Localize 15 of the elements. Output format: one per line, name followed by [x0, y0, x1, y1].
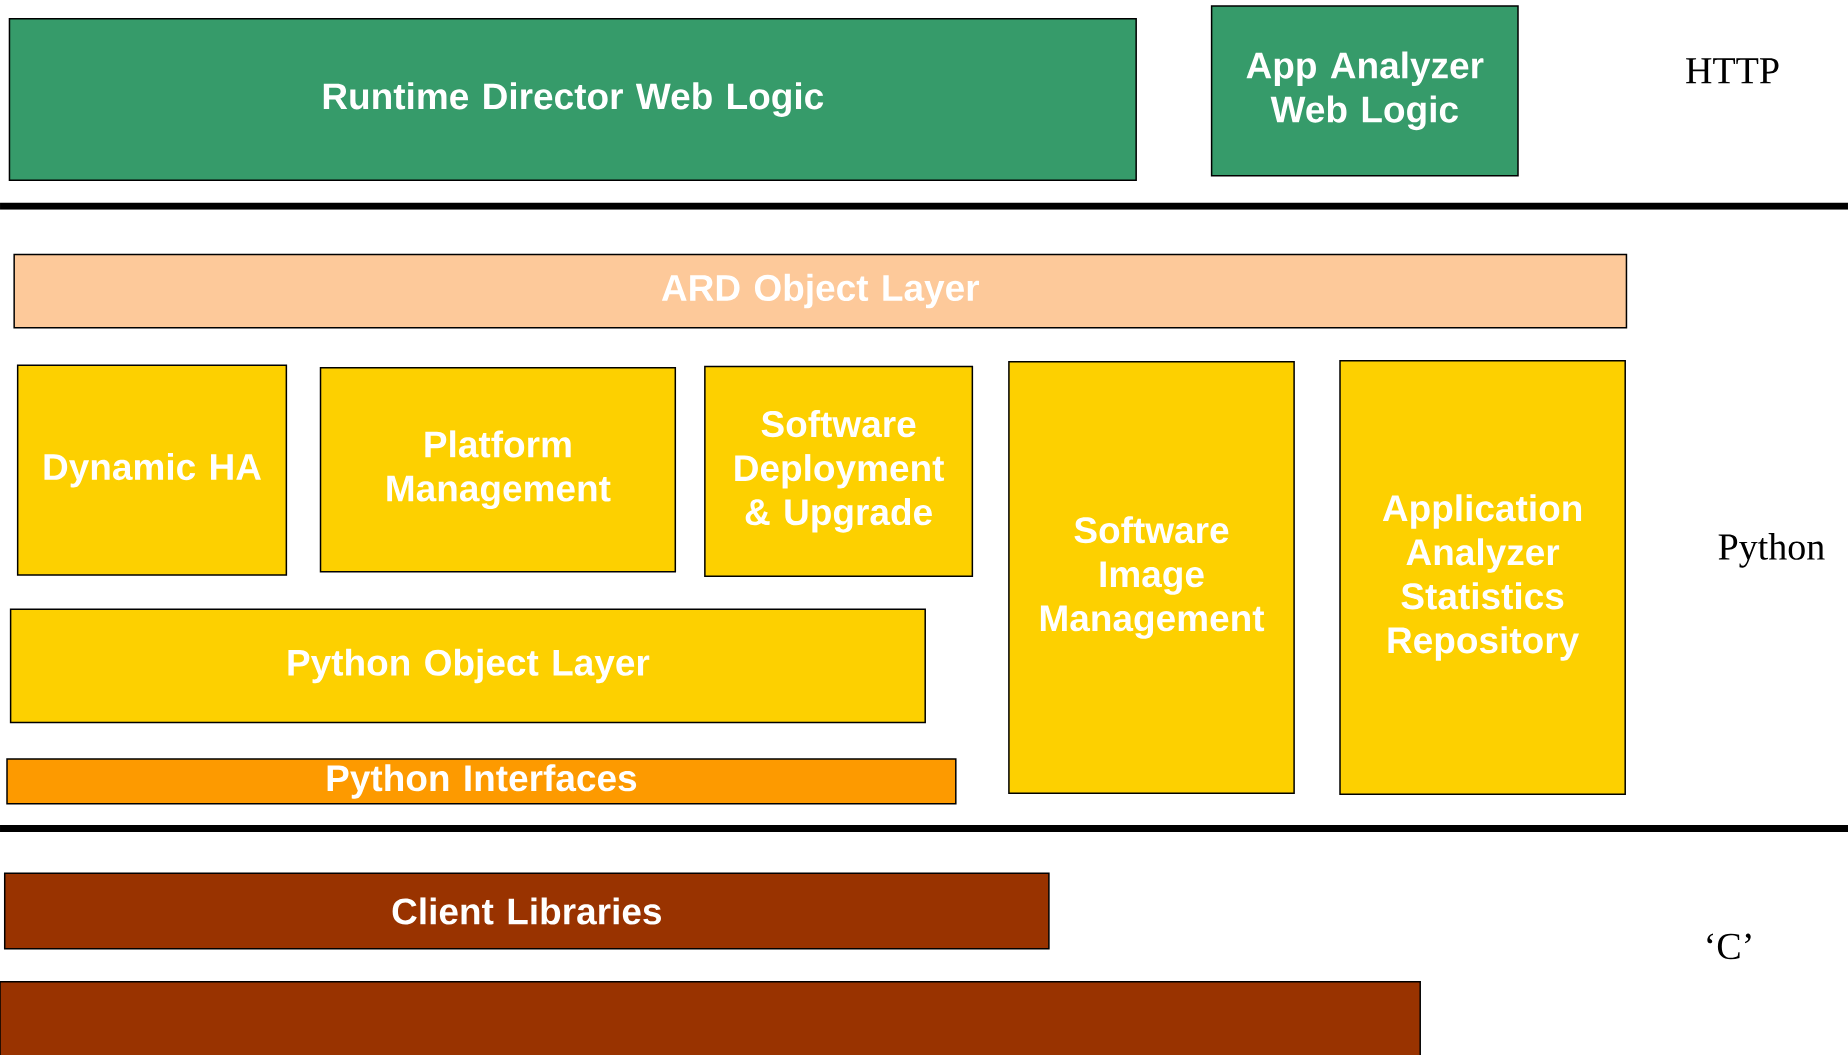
- module-box: Runtime Director Web Logic: [8, 18, 1137, 182]
- module-box: Software Image Management: [1008, 361, 1295, 794]
- module-box: Application Analyzer Statistics Repository: [1339, 359, 1626, 796]
- layer-bar: [0, 980, 1421, 1055]
- module-box: Software Deployment & Upgrade: [704, 365, 974, 578]
- module-box: Dynamic HA: [16, 364, 288, 576]
- module-box: Platform Management: [319, 367, 677, 573]
- module-box: Python Object Layer: [9, 608, 926, 724]
- module-box: Python Interfaces: [6, 758, 957, 805]
- layer-label: ‘C’: [1707, 933, 1751, 960]
- module-box: Client Libraries: [3, 872, 1050, 950]
- layer-label: HTTP: [1686, 58, 1779, 84]
- layer-label: Python: [1718, 533, 1825, 568]
- module-box: ARD Object Layer: [13, 253, 1628, 329]
- module-box: App Analyzer Web Logic: [1210, 5, 1519, 177]
